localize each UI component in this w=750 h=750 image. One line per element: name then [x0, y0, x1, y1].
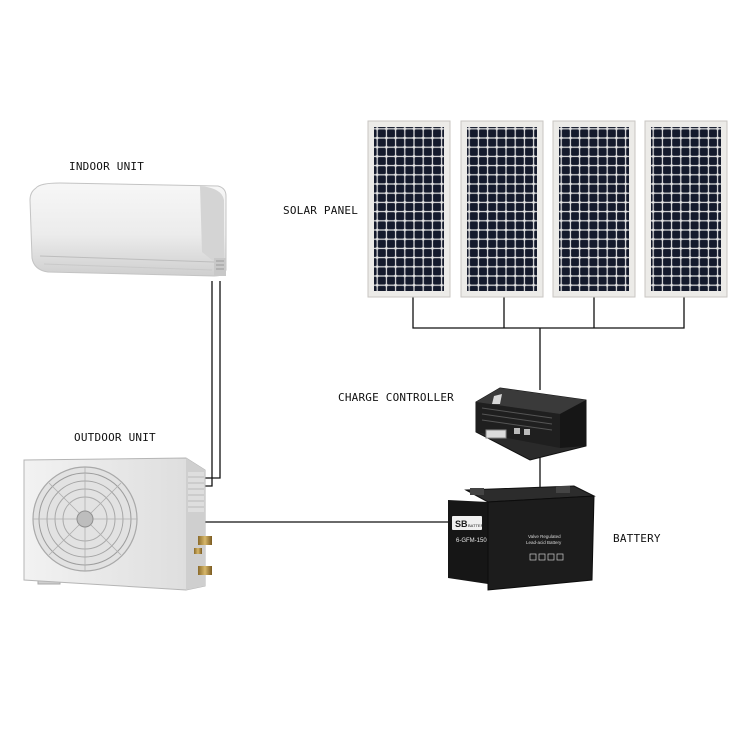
- charge-controller-image: [475, 387, 587, 461]
- battery-brand-text: SB: [455, 519, 468, 529]
- solar-panel-array: [367, 120, 728, 298]
- battery-brand-sub-text: BATTERY: [468, 523, 486, 528]
- outdoor-unit-image: [23, 457, 212, 591]
- solar-panel-label: SOLAR PANEL: [283, 204, 359, 217]
- solar-panel-1: [367, 120, 451, 298]
- battery-type-line1: Valve Regulated: [528, 534, 561, 539]
- charge-controller-label: CHARGE CONTROLLER: [338, 391, 454, 404]
- battery-type-line2: Lead-acid Battery: [526, 540, 562, 545]
- solar-panel-2: [460, 120, 544, 298]
- battery-image: SB BATTERY 6-GFM-150 Valve Regulated Lea…: [448, 485, 596, 591]
- outdoor-unit-label: OUTDOOR UNIT: [74, 431, 156, 444]
- battery-symbols: [529, 553, 564, 561]
- battery-label: BATTERY: [613, 532, 661, 545]
- wiring: [205, 281, 685, 523]
- indoor-unit-label: INDOOR UNIT: [69, 160, 145, 173]
- solar-panel-4: [644, 120, 728, 298]
- solar-panel-3: [552, 120, 636, 298]
- indoor-unit-image: [29, 182, 227, 277]
- battery-model-text: 6-GFM-150: [456, 538, 487, 544]
